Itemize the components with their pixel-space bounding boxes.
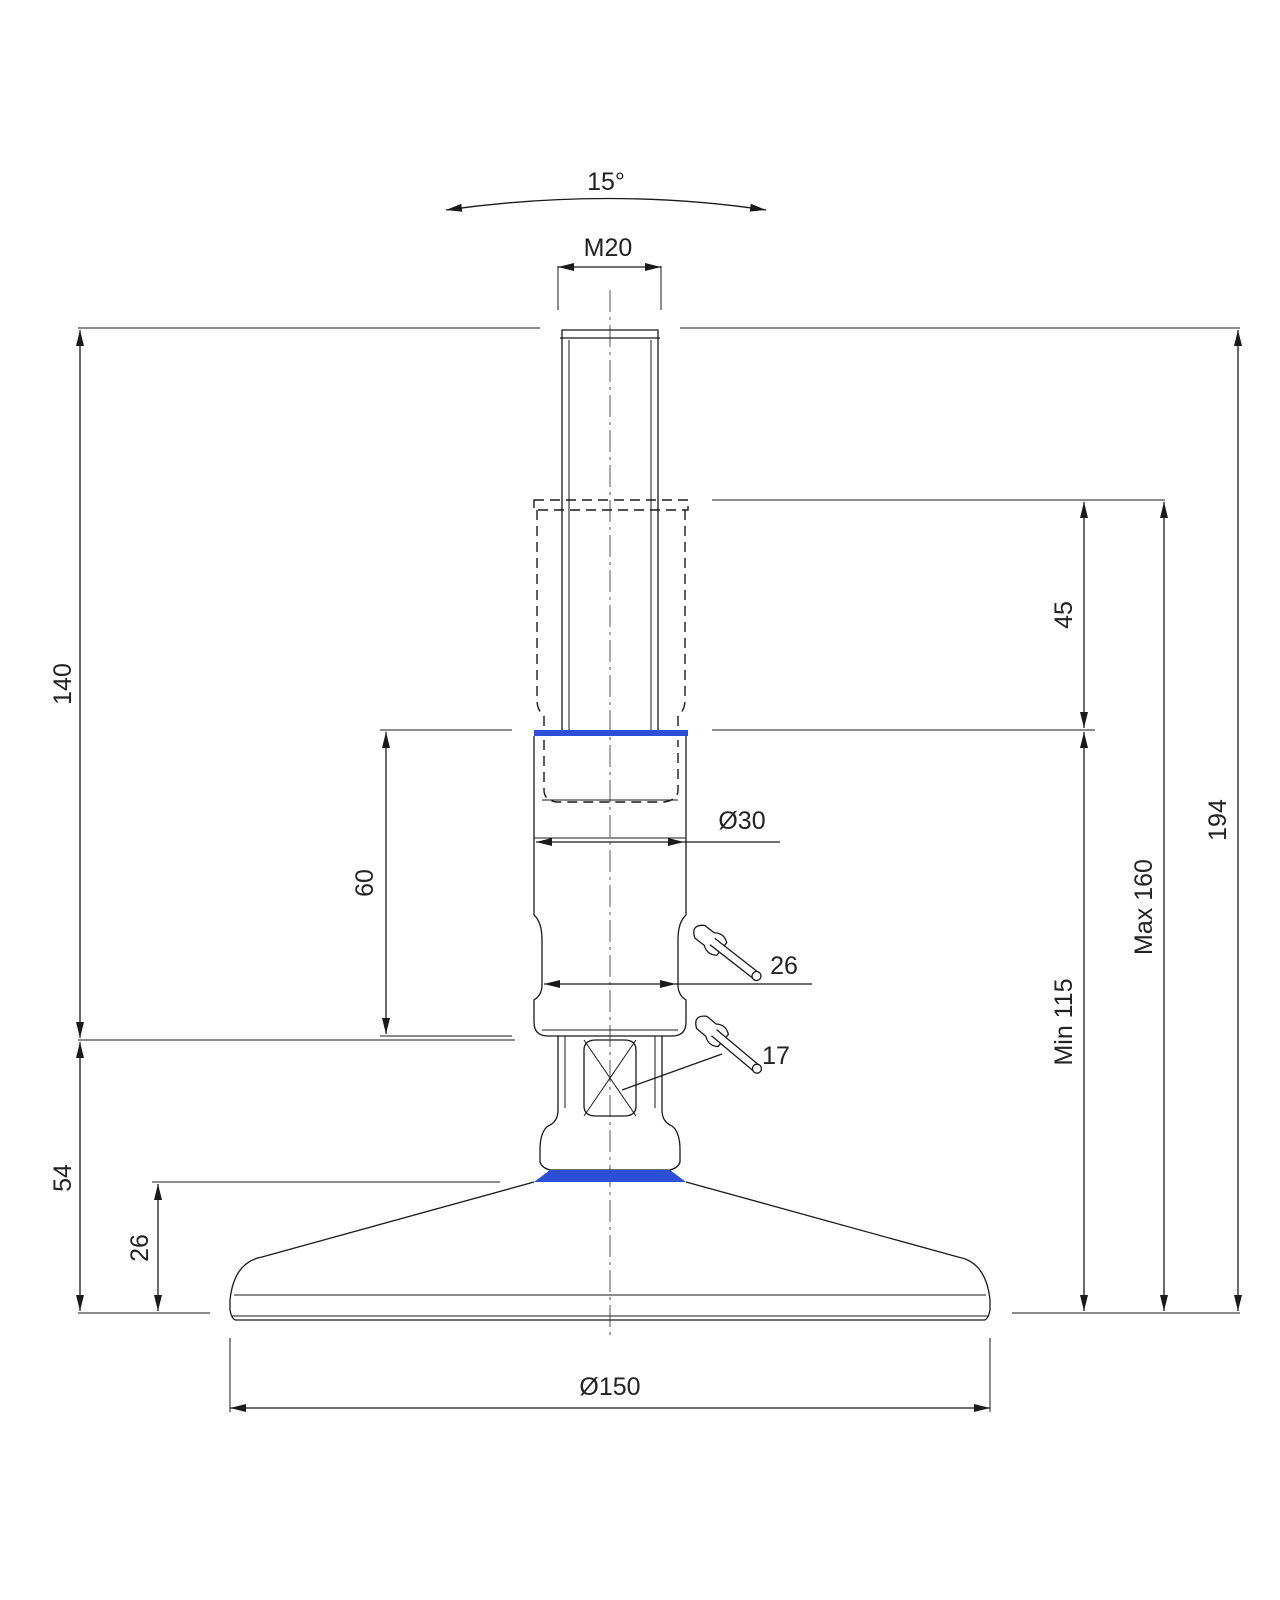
base-plate (229, 1181, 991, 1321)
seal-ring-bottom (534, 1170, 686, 1182)
wrench-17-leader (621, 1053, 723, 1091)
threaded-stem (560, 329, 660, 730)
dim-45-label: 45 (1050, 601, 1078, 629)
dim-min-label: Min 115 (1050, 978, 1078, 1065)
dim-194-label: 194 (1204, 799, 1232, 841)
dim-d150-label: Ø150 (579, 1373, 640, 1401)
dim-60-label: 60 (351, 869, 379, 897)
dim-54-label: 54 (49, 1164, 77, 1192)
dim-26-foot-label: 26 (126, 1234, 154, 1262)
dim-d30-label: Ø30 (718, 807, 765, 835)
dim-max-label: Max 160 (1130, 859, 1158, 955)
thread-label: M20 (584, 234, 633, 262)
raised-housing-dashed (533, 499, 689, 803)
extension-lines (78, 327, 1240, 1314)
base-diameter-dimension (229, 1338, 991, 1412)
seal-ring-top (534, 730, 688, 736)
hex-housing (533, 736, 687, 1037)
dim-d30-arrow-right (668, 838, 684, 846)
wrench-17-label: 17 (762, 1042, 790, 1070)
angle-dimension (445, 197, 767, 212)
wrench-icon (693, 924, 762, 982)
angle-label: 15° (587, 168, 625, 196)
dim-140-label: 140 (49, 663, 77, 705)
wrench-26-label: 26 (770, 952, 798, 980)
thread-dimension (557, 263, 662, 310)
wrench-icon (695, 1015, 763, 1074)
